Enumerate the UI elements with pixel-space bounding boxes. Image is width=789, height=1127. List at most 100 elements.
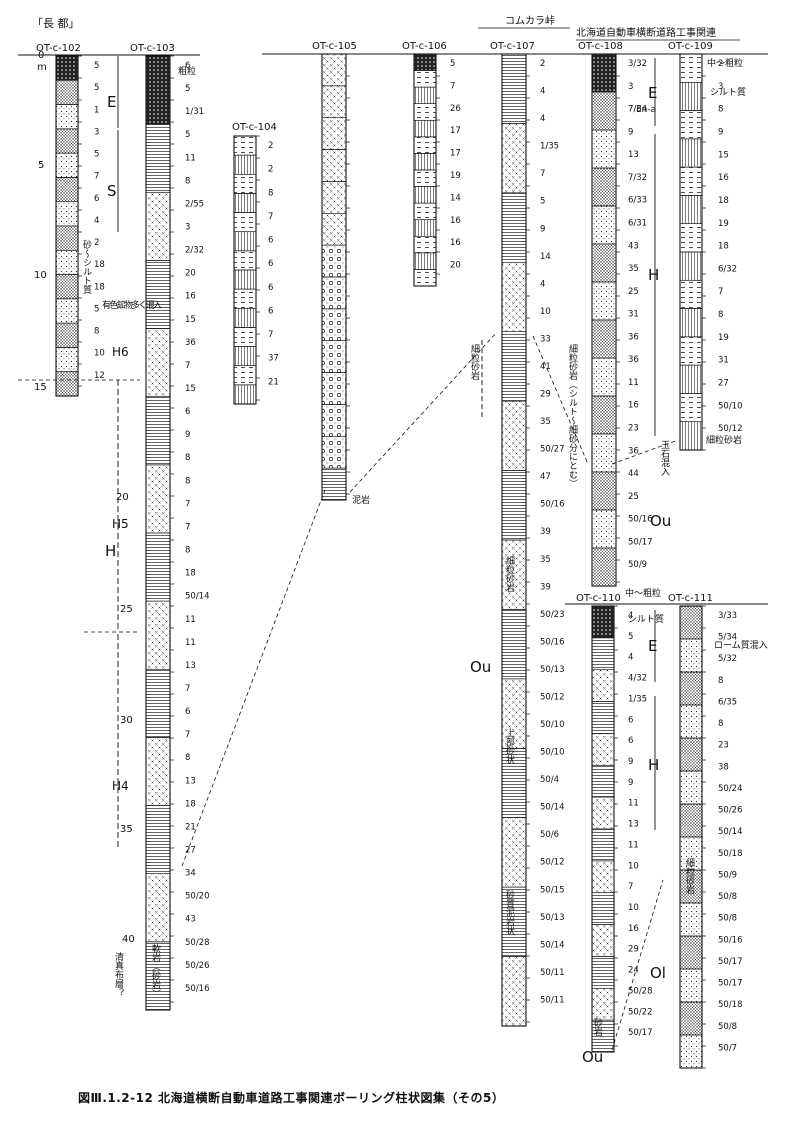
- layer-OT-c-109-9: [679, 308, 703, 338]
- note-col107-inner1: 細粒砂岩: [504, 555, 515, 593]
- layer-OT-c-102-6: [55, 201, 79, 227]
- unit-label-h6: H6: [112, 345, 129, 359]
- layer-OT-c-106-0: [413, 53, 437, 71]
- n-value-OT-c-102-10: 18: [94, 282, 105, 292]
- layer-OT-c-104-10: [233, 327, 257, 347]
- n-value-OT-c-108-20: 50/16: [628, 515, 653, 525]
- layer-OT-c-103-4: [145, 328, 171, 398]
- n-value-OT-c-110-8: 9: [628, 778, 633, 788]
- n-value-OT-c-107-32: 50/14: [540, 940, 565, 950]
- n-value-OT-c-107-30: 50/15: [540, 885, 565, 895]
- layer-OT-c-106-1: [413, 70, 437, 88]
- corr-line-103-105: [181, 489, 326, 867]
- n-value-OT-c-107-25: 50/10: [540, 748, 565, 758]
- layer-OT-c-106-11: [413, 235, 437, 254]
- n-value-OT-c-103-39: 50/26: [185, 961, 210, 971]
- n-value-OT-c-108-19: 25: [628, 492, 639, 502]
- layer-OT-c-108-5: [591, 243, 617, 283]
- n-value-OT-c-110-10: 13: [628, 820, 639, 830]
- layer-OT-c-105-2: [321, 117, 347, 150]
- n-value-OT-c-107-17: 39: [540, 527, 551, 537]
- n-value-OT-c-103-24: 11: [185, 615, 196, 625]
- layer-OT-c-109-2: [679, 110, 703, 140]
- n-value-OT-c-111-19: 50/8: [718, 1022, 737, 1032]
- layer-OT-c-107-9: [501, 678, 527, 749]
- layer-OT-c-108-9: [591, 395, 617, 435]
- n-value-OT-c-103-15: 6: [185, 407, 190, 417]
- layer-OT-c-108-1: [591, 91, 617, 131]
- layer-OT-c-110-5: [591, 764, 615, 798]
- n-value-OT-c-103-34: 27: [185, 845, 196, 855]
- borehole-name-104: OT-c-104: [232, 122, 277, 133]
- depth-25: 25: [120, 604, 133, 615]
- n-value-OT-c-103-14: 15: [185, 384, 196, 394]
- layer-OT-c-106-12: [413, 252, 437, 270]
- n-value-OT-c-107-5: 5: [540, 197, 545, 207]
- n-value-OT-c-111-7: 38: [718, 762, 729, 772]
- n-value-OT-c-109-16: 50/12: [718, 424, 743, 434]
- layer-OT-c-109-4: [679, 166, 703, 196]
- n-value-OT-c-107-11: 41: [540, 362, 551, 372]
- layer-OT-c-111-0: [679, 605, 703, 640]
- layer-OT-c-111-10: [679, 935, 703, 970]
- n-value-OT-c-107-9: 10: [540, 307, 551, 317]
- layer-OT-c-108-12: [591, 509, 617, 549]
- layer-OT-c-109-12: [679, 393, 703, 423]
- note-med-coarse-109: 中〜粗粒: [707, 57, 743, 69]
- n-value-OT-c-102-13: 10: [94, 349, 105, 359]
- n-value-OT-c-102-6: 6: [94, 194, 99, 204]
- layer-OT-c-109-0: [679, 53, 703, 83]
- layer-OT-c-105-13: [321, 467, 347, 501]
- n-value-OT-c-103-7: 3: [185, 223, 190, 233]
- n-value-OT-c-111-1: 5/34: [718, 633, 737, 643]
- unit-label-ol: Ol: [650, 964, 666, 982]
- n-value-OT-c-103-29: 7: [185, 730, 190, 740]
- layer-OT-c-104-11: [233, 346, 257, 367]
- layer-OT-c-110-6: [591, 796, 615, 830]
- column-outline-OT-c-110: [591, 605, 615, 1053]
- note-colored-minerals: 有色鉱物多く混入: [102, 299, 162, 311]
- unit-label-e1: E: [107, 93, 116, 111]
- n-value-OT-c-104-10: 21: [268, 377, 279, 387]
- column-outline-OT-c-103: [145, 55, 171, 1011]
- layer-OT-c-107-6: [501, 470, 527, 541]
- layer-OT-c-110-4: [591, 733, 615, 766]
- n-value-OT-c-108-15: 16: [628, 401, 639, 411]
- n-value-OT-c-103-11: 15: [185, 315, 196, 325]
- n-value-OT-c-106-9: 20: [450, 261, 461, 271]
- n-value-OT-c-110-14: 10: [628, 903, 639, 913]
- n-value-OT-c-111-15: 50/16: [718, 935, 743, 945]
- note-kiyomappu: 清真布層？: [113, 951, 124, 997]
- n-value-OT-c-106-5: 19: [450, 171, 461, 181]
- n-value-OT-c-111-14: 50/8: [718, 914, 737, 924]
- n-value-OT-c-103-40: 50/16: [185, 984, 210, 994]
- n-value-OT-c-103-9: 20: [185, 269, 196, 279]
- n-value-OT-c-103-4: 11: [185, 153, 196, 163]
- n-value-OT-c-111-0: 3/33: [718, 611, 737, 621]
- n-value-OT-c-104-6: 6: [268, 283, 273, 293]
- layer-OT-c-109-13: [679, 421, 703, 451]
- n-value-OT-c-107-31: 50/13: [540, 913, 565, 923]
- layer-OT-c-105-12: [321, 435, 347, 469]
- n-value-OT-c-106-8: 16: [450, 238, 461, 248]
- n-value-OT-c-102-0: 5: [94, 61, 99, 71]
- n-value-OT-c-110-3: 4/32: [628, 674, 647, 684]
- unit-label-ou2: Ou: [470, 658, 491, 676]
- n-value-OT-c-104-2: 8: [268, 188, 273, 198]
- header-left-label: 「長 都」: [32, 17, 80, 30]
- n-value-OT-c-109-7: 19: [718, 219, 729, 229]
- layer-OT-c-111-9: [679, 902, 703, 937]
- n-value-OT-c-107-28: 50/6: [540, 830, 559, 840]
- n-value-OT-c-110-15: 16: [628, 924, 639, 934]
- layer-OT-c-104-12: [233, 365, 257, 386]
- n-value-OT-c-111-18: 50/18: [718, 1000, 743, 1010]
- n-value-OT-c-109-11: 8: [718, 310, 723, 320]
- layer-OT-c-103-6: [145, 464, 171, 534]
- n-value-OT-c-109-10: 7: [718, 287, 723, 297]
- n-value-OT-c-108-0: 3/32: [628, 59, 647, 69]
- figure-caption: 図Ⅲ.1.2-12 北海道横断自動車道路工事関連ボーリング柱状図集（その5）: [78, 1090, 504, 1105]
- layer-OT-c-104-3: [233, 193, 257, 213]
- n-value-OT-c-107-7: 14: [540, 252, 551, 262]
- n-value-OT-c-109-0: 2: [718, 59, 723, 69]
